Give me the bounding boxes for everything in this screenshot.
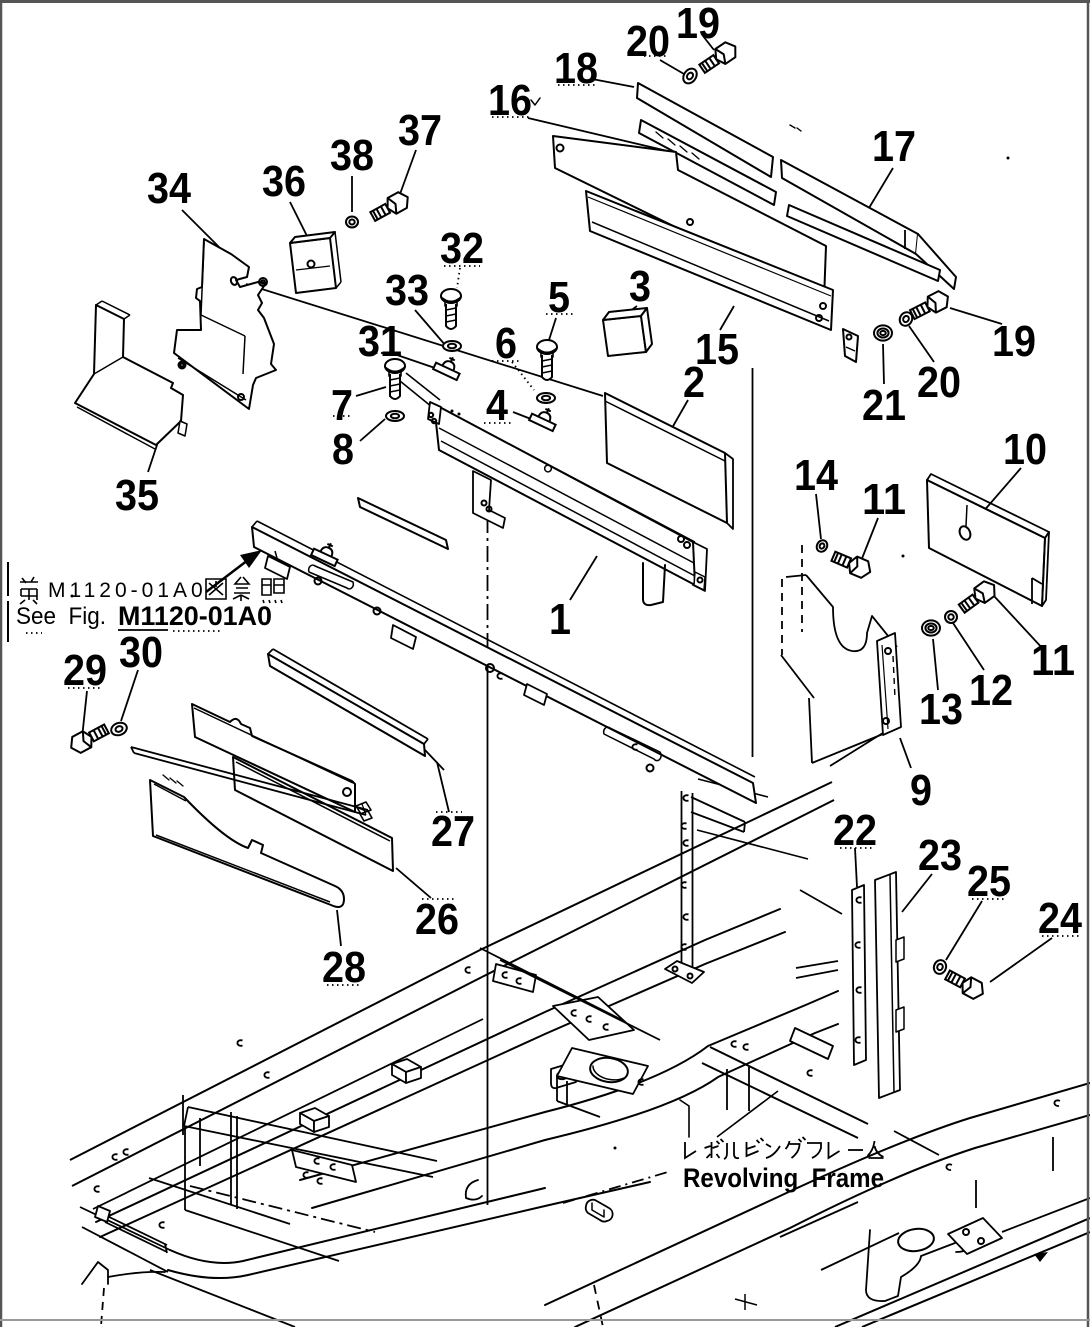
svg-text:4: 4 bbox=[486, 381, 508, 430]
svg-text:11: 11 bbox=[862, 475, 906, 524]
svg-text:21: 21 bbox=[862, 381, 906, 430]
svg-text:32: 32 bbox=[440, 224, 484, 273]
svg-text:6: 6 bbox=[495, 319, 517, 368]
svg-text:20: 20 bbox=[917, 358, 961, 407]
svg-text:Revolving Frame: Revolving Frame bbox=[683, 1163, 884, 1193]
svg-text:8: 8 bbox=[332, 425, 354, 474]
svg-text:25: 25 bbox=[967, 857, 1011, 906]
svg-text:31: 31 bbox=[358, 317, 402, 366]
svg-text:30: 30 bbox=[119, 628, 163, 677]
svg-text:7: 7 bbox=[331, 381, 353, 430]
svg-text:18: 18 bbox=[554, 44, 598, 93]
svg-text:26: 26 bbox=[415, 895, 459, 944]
svg-text:5: 5 bbox=[548, 273, 570, 322]
svg-text:17: 17 bbox=[872, 122, 916, 171]
svg-text:2: 2 bbox=[683, 358, 705, 407]
svg-text:3: 3 bbox=[629, 262, 651, 311]
svg-text:34: 34 bbox=[147, 164, 191, 213]
svg-text:13: 13 bbox=[919, 685, 963, 734]
svg-text:14: 14 bbox=[794, 451, 838, 500]
svg-text:28: 28 bbox=[322, 943, 366, 992]
svg-text:24: 24 bbox=[1038, 894, 1082, 943]
svg-text:15: 15 bbox=[695, 325, 739, 374]
svg-text:35: 35 bbox=[115, 471, 159, 520]
svg-text:19: 19 bbox=[992, 317, 1036, 366]
svg-text:M1120-01A0: M1120-01A0 bbox=[48, 579, 207, 602]
svg-text:See Fig.: See Fig. bbox=[16, 603, 106, 630]
svg-text:19: 19 bbox=[676, 0, 720, 48]
svg-text:37: 37 bbox=[398, 106, 442, 155]
svg-text:33: 33 bbox=[385, 266, 429, 315]
svg-text:22: 22 bbox=[833, 806, 877, 855]
svg-text:M1120-01A0: M1120-01A0 bbox=[118, 601, 272, 631]
svg-text:10: 10 bbox=[1003, 425, 1047, 474]
svg-text:36: 36 bbox=[262, 157, 306, 206]
svg-text:27: 27 bbox=[431, 807, 475, 856]
svg-text:20: 20 bbox=[626, 17, 670, 66]
svg-text:38: 38 bbox=[330, 131, 374, 180]
svg-text:1: 1 bbox=[549, 595, 571, 644]
svg-text:9: 9 bbox=[910, 766, 932, 815]
svg-text:11: 11 bbox=[1031, 636, 1075, 685]
svg-text:12: 12 bbox=[969, 666, 1013, 715]
svg-text:16: 16 bbox=[488, 76, 532, 125]
svg-text:29: 29 bbox=[63, 646, 107, 695]
svg-text:23: 23 bbox=[918, 831, 962, 880]
